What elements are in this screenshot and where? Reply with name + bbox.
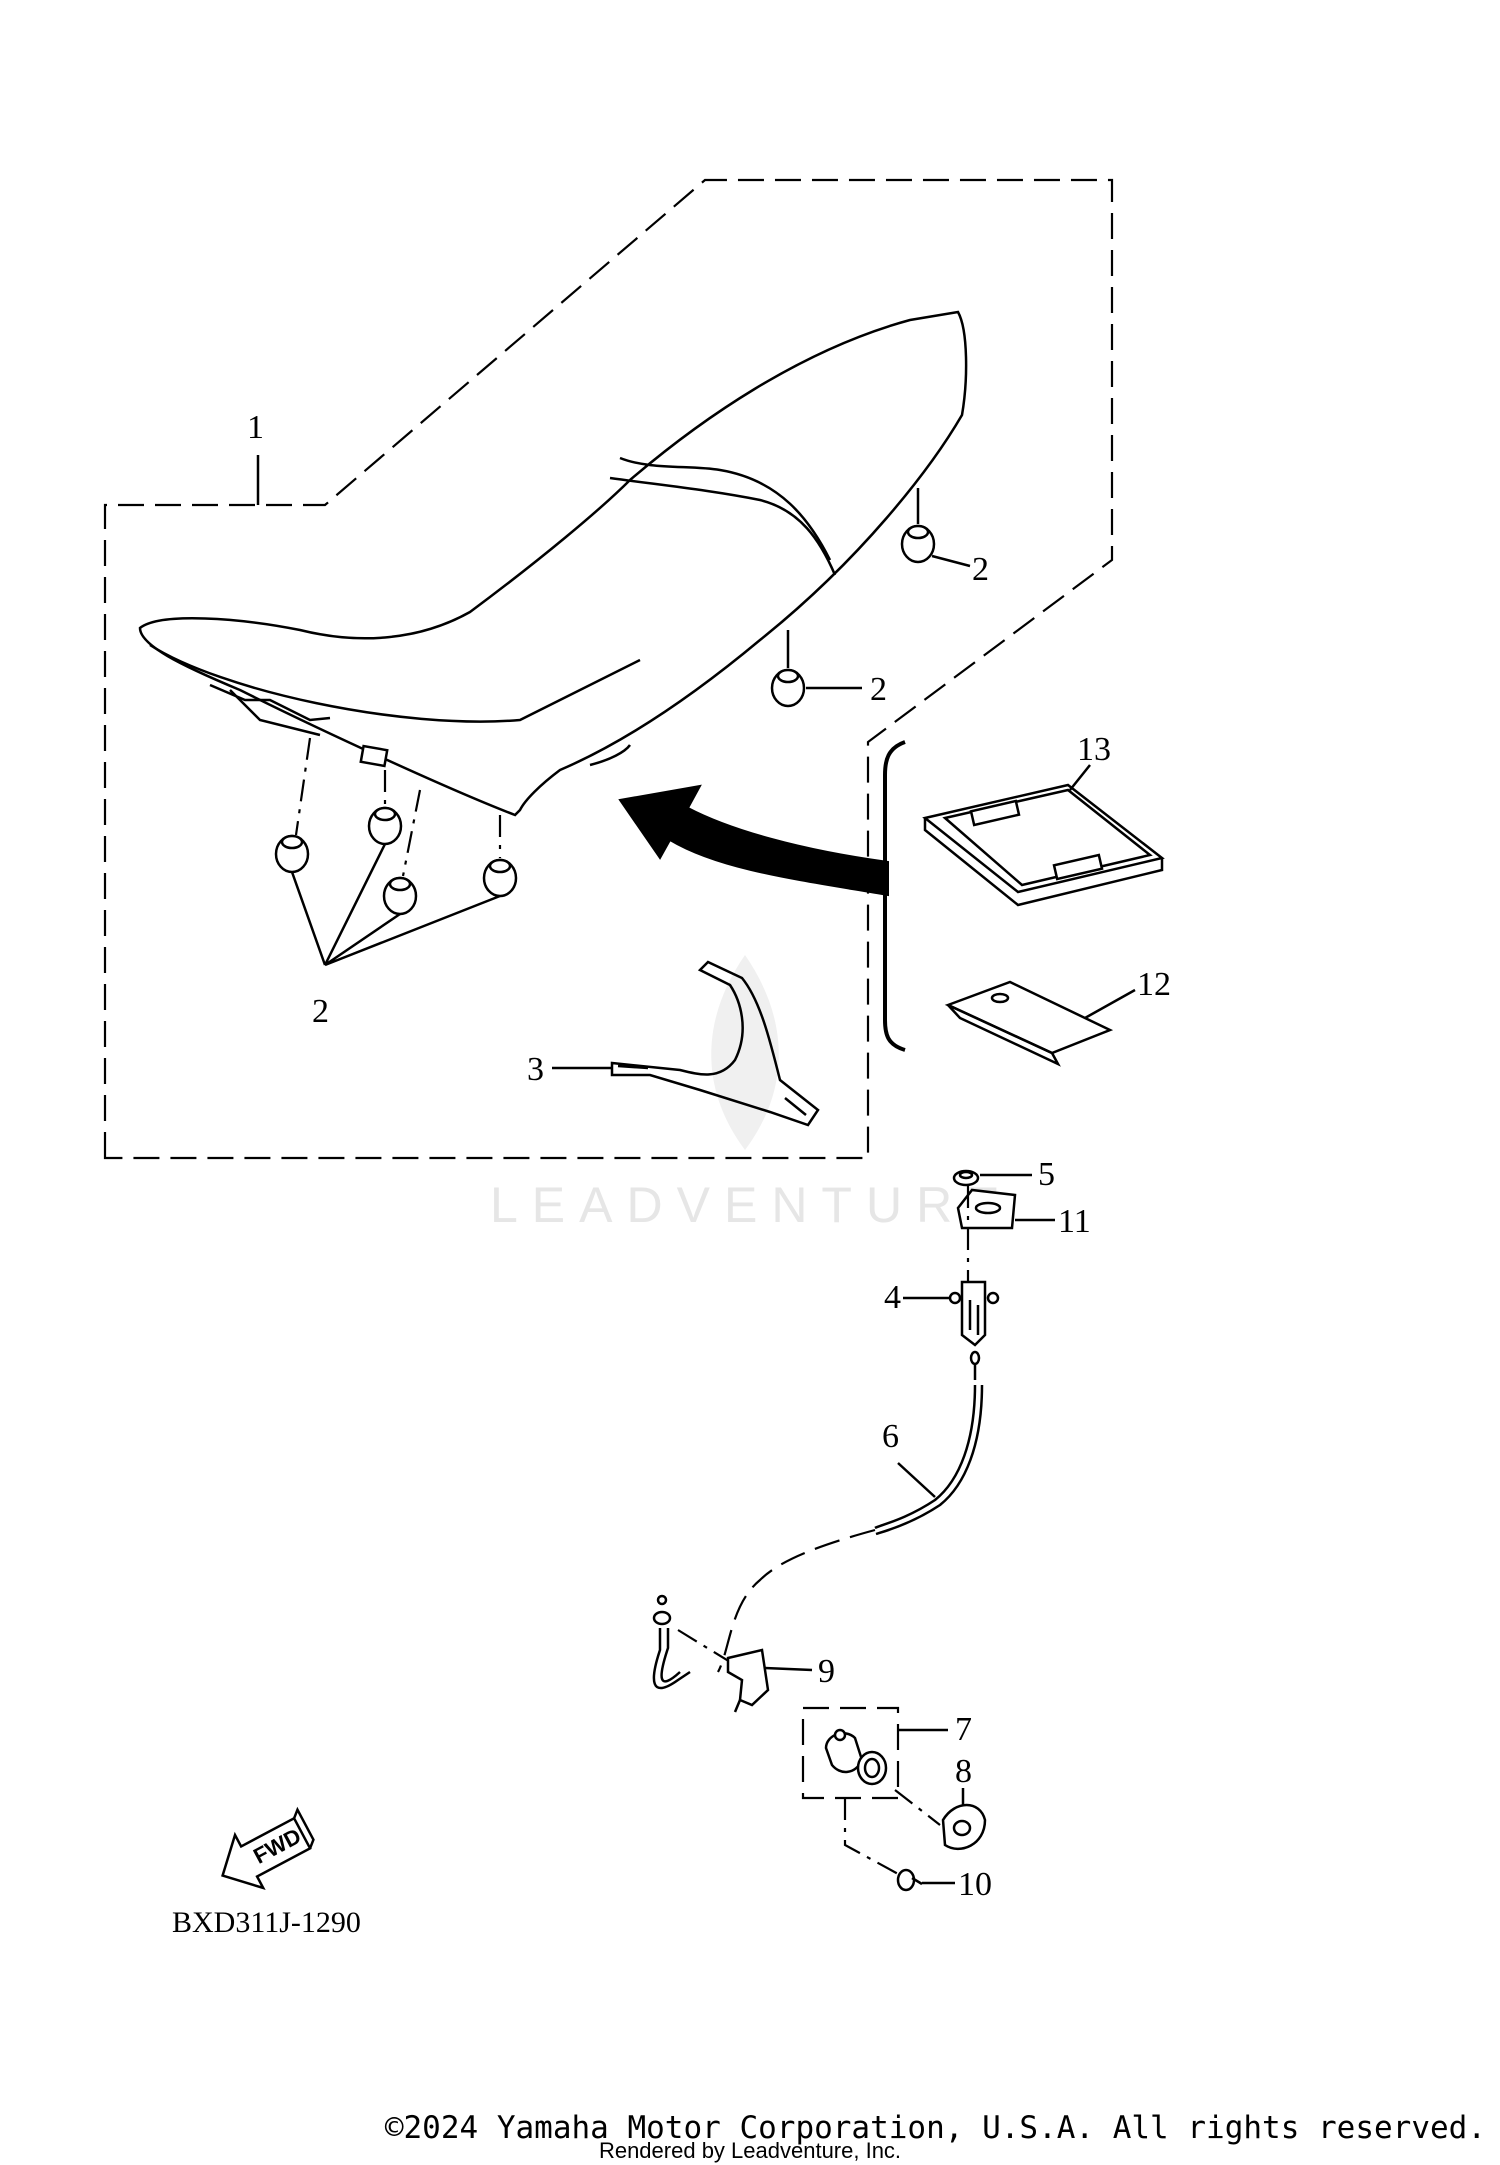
damper-centerline xyxy=(401,789,422,877)
lock-centerline xyxy=(843,1798,901,1876)
damper-centerline xyxy=(294,737,312,836)
document-bracket xyxy=(883,740,906,1052)
damper[interactable] xyxy=(482,858,518,898)
damper[interactable] xyxy=(900,524,936,564)
callout-8[interactable]: 8 xyxy=(955,1753,972,1790)
leader-line xyxy=(931,554,971,568)
callout-3[interactable]: 3 xyxy=(527,1051,544,1088)
nut[interactable] xyxy=(952,1169,980,1187)
leader-line xyxy=(897,1462,936,1498)
leader-line xyxy=(290,843,501,967)
damper[interactable] xyxy=(367,806,403,846)
damper[interactable] xyxy=(382,876,418,916)
seat-assembly-boundary xyxy=(103,178,1114,1160)
damper[interactable] xyxy=(770,668,806,708)
callout-7[interactable]: 7 xyxy=(955,1711,972,1748)
lock-assembly-boundary xyxy=(801,1706,900,1800)
callout-2[interactable]: 2 xyxy=(870,671,887,708)
watermark: LEADVENTURE xyxy=(490,955,1014,1233)
copyright-notice: ©2024 Yamaha Motor Corporation, U.S.A. A… xyxy=(384,2110,1486,2146)
callout-1[interactable]: 1 xyxy=(247,409,264,446)
callout-5[interactable]: 5 xyxy=(1038,1156,1055,1193)
rendered-by-notice: Rendered by Leadventure, Inc. xyxy=(598,2138,902,2163)
callout-2[interactable]: 2 xyxy=(972,551,989,588)
watermark-text: LEADVENTURE xyxy=(490,1177,1014,1233)
document-pouch[interactable] xyxy=(944,980,1114,1067)
fwd-arrow-icon: FWD xyxy=(221,1806,315,1891)
lock-centerline xyxy=(894,1789,941,1826)
seat-lock-cable[interactable] xyxy=(652,1350,984,1690)
diagram-code: BXD311J-1290 xyxy=(172,1906,361,1939)
leader-line xyxy=(1069,764,1091,791)
seat-lock-cylinder[interactable] xyxy=(824,1728,888,1786)
lock-cover[interactable] xyxy=(941,1803,987,1851)
screw[interactable] xyxy=(896,1868,923,1892)
cable-holder[interactable] xyxy=(726,1648,770,1713)
callout-2[interactable]: 2 xyxy=(312,993,329,1030)
callout-4[interactable]: 4 xyxy=(884,1279,901,1316)
owners-manual[interactable] xyxy=(922,783,1165,907)
seat[interactable] xyxy=(138,310,968,817)
leader-line xyxy=(764,1666,813,1672)
lock-plate[interactable] xyxy=(956,1188,1017,1230)
callout-13[interactable]: 13 xyxy=(1077,731,1111,768)
damper[interactable] xyxy=(274,834,310,874)
watermark-flame-icon xyxy=(711,955,779,1150)
curved-arrow-icon xyxy=(618,784,889,897)
seat-lock-hook[interactable] xyxy=(948,1280,1000,1347)
callout-11[interactable]: 11 xyxy=(1058,1203,1091,1240)
leader-line xyxy=(1084,988,1136,1020)
callout-6[interactable]: 6 xyxy=(882,1418,899,1455)
seat-strap[interactable] xyxy=(610,960,820,1127)
callout-10[interactable]: 10 xyxy=(958,1866,992,1903)
callout-12[interactable]: 12 xyxy=(1137,966,1171,1003)
callout-9[interactable]: 9 xyxy=(818,1653,835,1690)
